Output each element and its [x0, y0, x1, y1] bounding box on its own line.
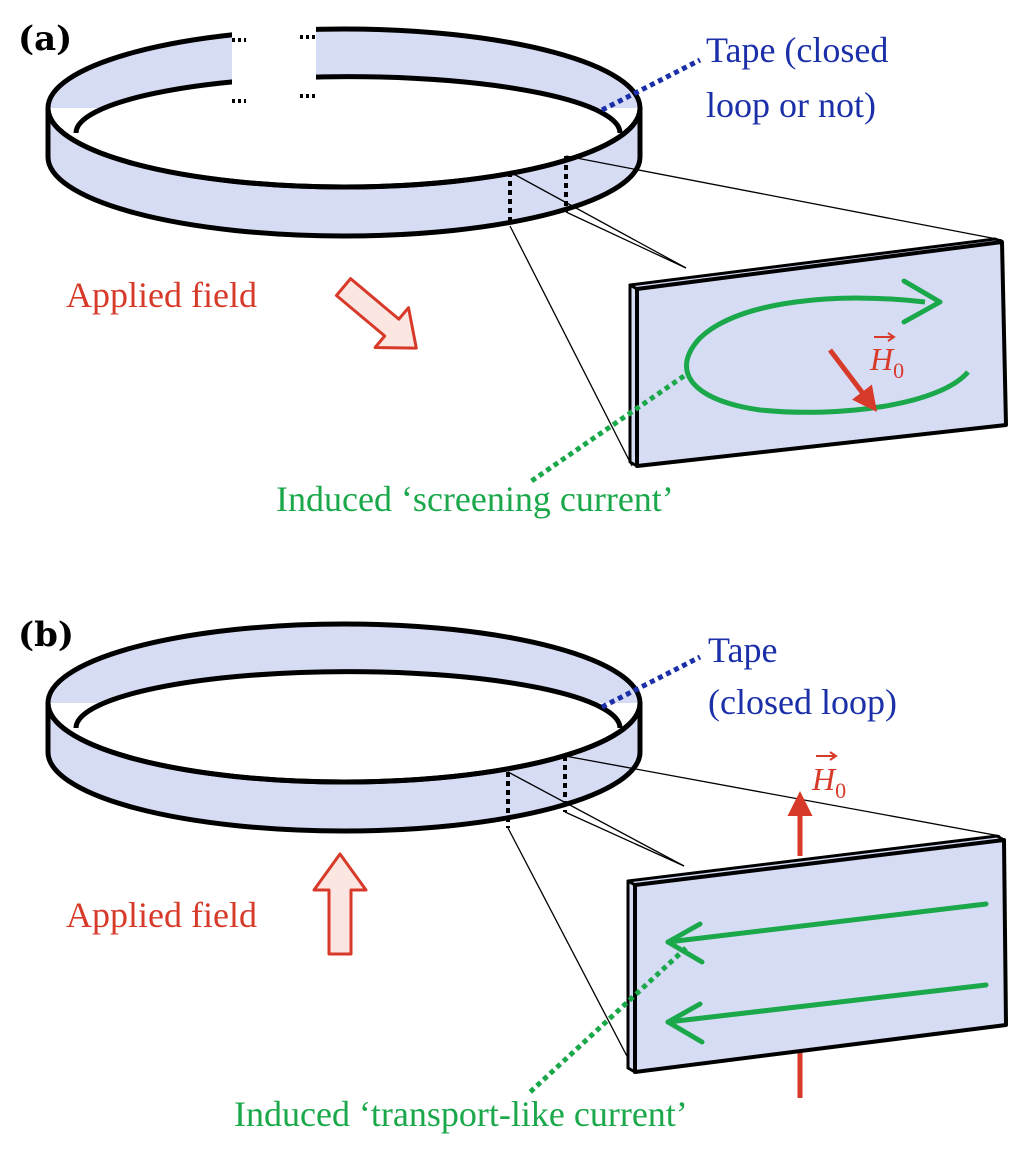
tape-pointer-b [600, 654, 702, 710]
tape-pointer-a [600, 57, 702, 113]
tape-segment-zoom-a [628, 237, 1008, 468]
panel-b: (b) [18, 615, 1008, 1134]
field-arrow-h0-b: H0 [787, 751, 846, 856]
tape-label-a-line2: loop or not) [706, 85, 876, 125]
zoom-lines-a [509, 155, 1003, 467]
applied-field-block-arrow-b [312, 852, 368, 956]
field-arrow-h0-a: H0 [828, 332, 904, 412]
induced-current-label-b: Induced ‘transport-like current’ [234, 1094, 688, 1134]
screening-current-loop [684, 278, 970, 415]
current-pointer-a [528, 373, 686, 485]
induced-current-label-a: Induced ‘screening current’ [276, 479, 674, 519]
applied-field-block-arrow-a [334, 277, 418, 350]
panel-a-label: (a) [18, 19, 72, 59]
field-symbol-b: H0 [811, 761, 846, 803]
tape-label-b-line2: (closed loop) [708, 682, 897, 722]
tape-ring-b [45, 621, 643, 834]
field-symbol-a: H0 [869, 341, 904, 383]
panel-b-label: (b) [18, 615, 74, 655]
tape-label-b-line1: Tape [708, 630, 777, 670]
transport-current-arrows [665, 901, 989, 1045]
tape-ring-a [45, 26, 643, 239]
applied-field-label-a: Applied field [66, 275, 257, 315]
zoom-lines-b [507, 755, 1001, 1063]
applied-field-label-b: Applied field [66, 895, 257, 935]
panel-a: (a) [18, 19, 1008, 519]
tape-label-a-line1: Tape (closed [706, 30, 888, 70]
